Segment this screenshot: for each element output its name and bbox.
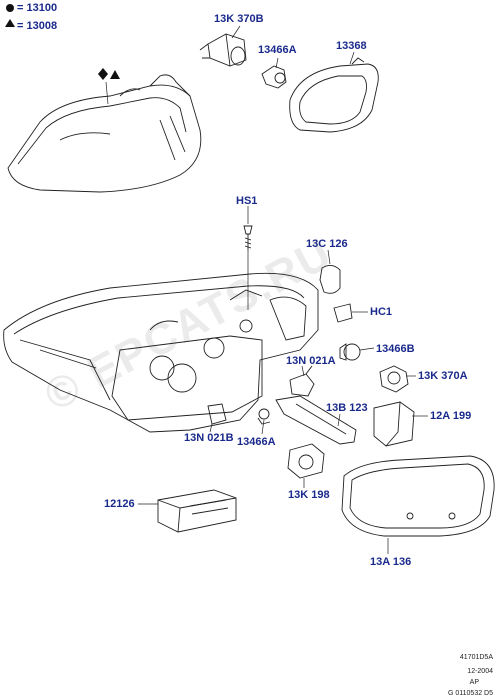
label-13n021b[interactable]: 13N 021B bbox=[184, 432, 234, 444]
label-13466a-top[interactable]: 13466A bbox=[258, 44, 297, 56]
label-12126[interactable]: 12126 bbox=[104, 498, 135, 510]
label-13466a-bottom[interactable]: 13466A bbox=[237, 436, 276, 448]
triangle-legend-symbol bbox=[5, 19, 15, 27]
diamond-marker-symbol bbox=[98, 68, 108, 80]
leader-lines bbox=[105, 25, 428, 554]
footer-date: 12-2004 bbox=[467, 668, 493, 675]
cover-13a136 bbox=[341, 455, 495, 537]
label-13368[interactable]: 13368 bbox=[336, 40, 367, 52]
bulb-13466a-top bbox=[261, 65, 287, 89]
ballast-12126 bbox=[157, 489, 237, 533]
circle-legend-symbol bbox=[6, 4, 14, 12]
label-13k370a[interactable]: 13K 370A bbox=[418, 370, 468, 382]
bulb-13k370a bbox=[379, 365, 409, 393]
label-13b123[interactable]: 13B 123 bbox=[326, 402, 368, 414]
label-13c126[interactable]: 13C 126 bbox=[306, 238, 348, 250]
footer-ref: G 0110532 D5 bbox=[447, 690, 493, 697]
label-13n021a[interactable]: 13N 021A bbox=[286, 355, 336, 367]
footer-ap: AP bbox=[469, 679, 479, 686]
bulb-13466b bbox=[339, 343, 361, 361]
label-13k198[interactable]: 13K 198 bbox=[288, 489, 330, 501]
headlamp-assembly-top bbox=[7, 74, 202, 193]
bulb-13n021a bbox=[289, 365, 315, 397]
clip-hc1 bbox=[333, 303, 353, 323]
label-hc1[interactable]: HC1 bbox=[370, 306, 393, 318]
label-13466b[interactable]: 13466B bbox=[376, 343, 415, 355]
bulb-13k370b bbox=[199, 33, 247, 67]
holder-13k198 bbox=[287, 443, 325, 479]
label-13a136[interactable]: 13A 136 bbox=[370, 556, 412, 568]
label-hs1[interactable]: HS1 bbox=[236, 195, 258, 207]
screw-hs1 bbox=[243, 225, 253, 250]
bracket-13b123 bbox=[275, 395, 357, 445]
bulb-13n021b bbox=[207, 403, 227, 425]
legend-triangle-code: = 13008 bbox=[17, 20, 58, 32]
legend-circle-code: = 13100 bbox=[17, 2, 58, 14]
triangle-marker-symbol bbox=[110, 70, 120, 79]
bulb-13466a-bottom bbox=[257, 408, 271, 425]
label-13k370b[interactable]: 13K 370B bbox=[214, 13, 264, 25]
cap-13c126 bbox=[319, 265, 341, 294]
footer-code: 41701D5A bbox=[459, 654, 493, 661]
module-12a199 bbox=[373, 401, 415, 447]
label-12a199[interactable]: 12A 199 bbox=[430, 410, 472, 422]
headlamp-main bbox=[3, 272, 319, 433]
side-marker-13368 bbox=[289, 57, 379, 133]
